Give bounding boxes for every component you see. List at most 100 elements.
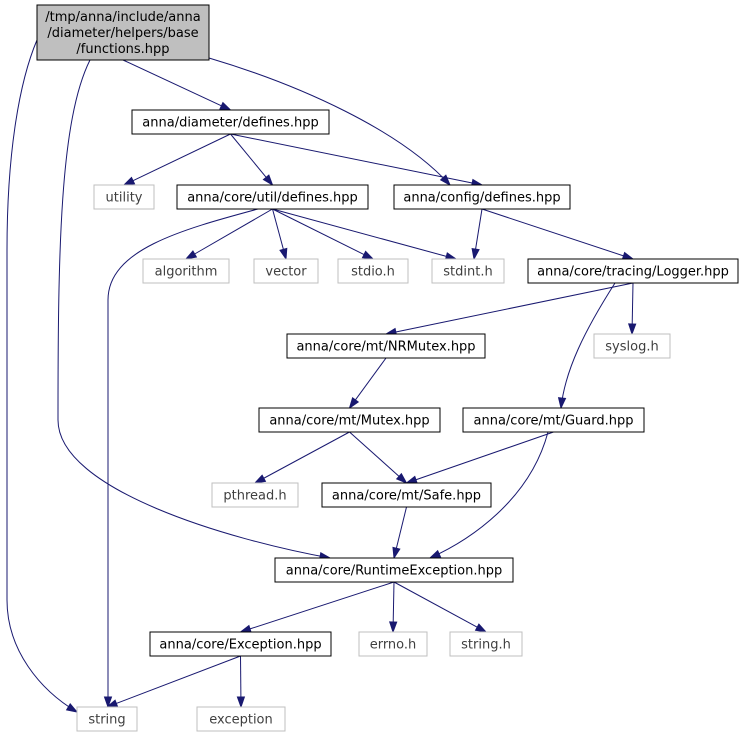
node-exception: exception [196,706,286,732]
node-box [274,557,514,583]
edge-runtime_exception-to-exception_hpp [239,581,395,633]
node-label: anna/core/Exception.hpp [159,638,321,653]
edge-util_defines-to-vector [272,208,288,261]
node-label: anna/core/util/defines.hpp [187,191,358,206]
edge-guard-to-runtime_exception [428,431,549,559]
node-box [253,258,319,284]
node-box [393,184,571,210]
node-box [196,706,286,732]
edge-diameter_defines-to-utility [122,133,231,186]
edge-guard-to-safe [405,431,554,484]
edge-functions_hpp-to-string [6,39,79,713]
node-box [593,333,671,359]
node-label: anna/core/mt/NRMutex.hpp [296,340,475,355]
edge-runtime_exception-to-errno_h [389,581,398,634]
node-label: anna/core/mt/Guard.hpp [474,414,634,429]
edge-diameter_defines-to-util_defines [230,133,274,187]
edge-config_defines-to-stdint_h [471,208,483,261]
node-box [176,184,369,210]
arrowhead-icon [103,696,113,709]
edge-exception_hpp-to-string [105,655,241,708]
node-label: anna/core/tracing/Logger.hpp [537,265,729,280]
dependency-edges [6,39,637,713]
node-safe[interactable]: anna/core/mt/Safe.hpp [321,482,492,508]
node-errno-h: errno.h [358,631,428,657]
node-box [431,258,505,284]
node-label: anna/core/mt/Mutex.hpp [269,414,429,429]
node-functions-hpp[interactable]: /tmp/anna/include/anna/diameter/helpers/… [36,4,210,61]
arrowhead-icon [122,176,136,186]
node-label: /tmp/anna/include/anna [45,10,200,25]
node-box [93,184,155,210]
edge-util_defines-to-stdio_h [272,208,375,260]
arrowhead-icon [428,549,442,559]
node-box [258,407,441,433]
node-stdio-h: stdio.h [337,258,409,284]
node-guard[interactable]: anna/core/mt/Guard.hpp [462,407,645,433]
node-label: string [88,713,125,728]
node-vector: vector [253,258,319,284]
node-stdint-h: stdint.h [431,258,505,284]
edge-util_defines-to-algorithm [184,208,273,260]
node-label: pthread.h [223,489,286,504]
node-box [337,258,409,284]
arrowhead-icon [405,475,418,484]
node-box [76,706,138,732]
node-label: stdio.h [351,265,395,280]
node-label: /diameter/helpers/base [47,26,198,41]
edge-safe-to-runtime_exception [392,506,407,560]
node-box [321,482,492,508]
node-box [142,258,230,284]
node-mutex[interactable]: anna/core/mt/Mutex.hpp [258,407,441,433]
dependency-nodes: /tmp/anna/include/anna/diameter/helpers/… [36,4,739,732]
node-logger[interactable]: anna/core/tracing/Logger.hpp [527,258,739,284]
arrowhead-icon [184,250,198,260]
node-label: string.h [461,638,511,653]
node-box [286,333,486,359]
edge-config_defines-to-logger [481,208,635,260]
node-algorithm: algorithm [142,258,230,284]
edge-logger-to-nrmutex [384,282,634,336]
edge-runtime_exception-to-string_h [393,581,488,633]
node-label: anna/core/RuntimeException.hpp [286,564,502,579]
node-box [211,482,299,508]
arrowhead-icon [471,247,480,261]
node-diameter-defines[interactable]: anna/diameter/defines.hpp [131,109,330,135]
arrowhead-icon [474,623,488,633]
edge-logger-to-guard [557,282,616,410]
arrowhead-icon [262,174,274,187]
node-syslog-h: syslog.h [593,333,671,359]
node-label: anna/diameter/defines.hpp [142,116,318,131]
node-label: algorithm [155,265,218,280]
arrowhead-icon [239,624,252,633]
edge-exception_hpp-to-exception [236,655,246,709]
node-runtime-exception[interactable]: anna/core/RuntimeException.hpp [274,557,514,583]
node-nrmutex[interactable]: anna/core/mt/NRMutex.hpp [286,333,486,359]
node-label: utility [106,191,143,206]
arrowhead-icon [279,247,288,261]
edge-mutex-to-pthread_h [253,431,350,484]
edge-functions_hpp-to-diameter_defines [122,59,232,111]
node-label: exception [209,713,273,728]
node-box [527,258,739,284]
node-label: anna/config/defines.hpp [403,191,560,206]
arrowhead-icon [389,621,398,634]
node-label: errno.h [370,638,417,653]
node-box [449,631,523,657]
node-label: anna/core/mt/Safe.hpp [332,489,481,504]
edge-util_defines-to-string [103,208,259,709]
node-box [462,407,645,433]
node-box [149,631,332,657]
node-config-defines[interactable]: anna/config/defines.hpp [393,184,571,210]
node-box [358,631,428,657]
arrowhead-icon [361,250,375,260]
node-exception-hpp[interactable]: anna/core/Exception.hpp [149,631,332,657]
node-label: stdint.h [443,265,492,280]
node-string: string [76,706,138,732]
node-util-defines[interactable]: anna/core/util/defines.hpp [176,184,369,210]
arrowhead-icon [348,397,360,410]
edge-nrmutex-to-mutex [348,357,387,410]
node-utility: utility [93,184,155,210]
node-pthread-h: pthread.h [211,482,299,508]
